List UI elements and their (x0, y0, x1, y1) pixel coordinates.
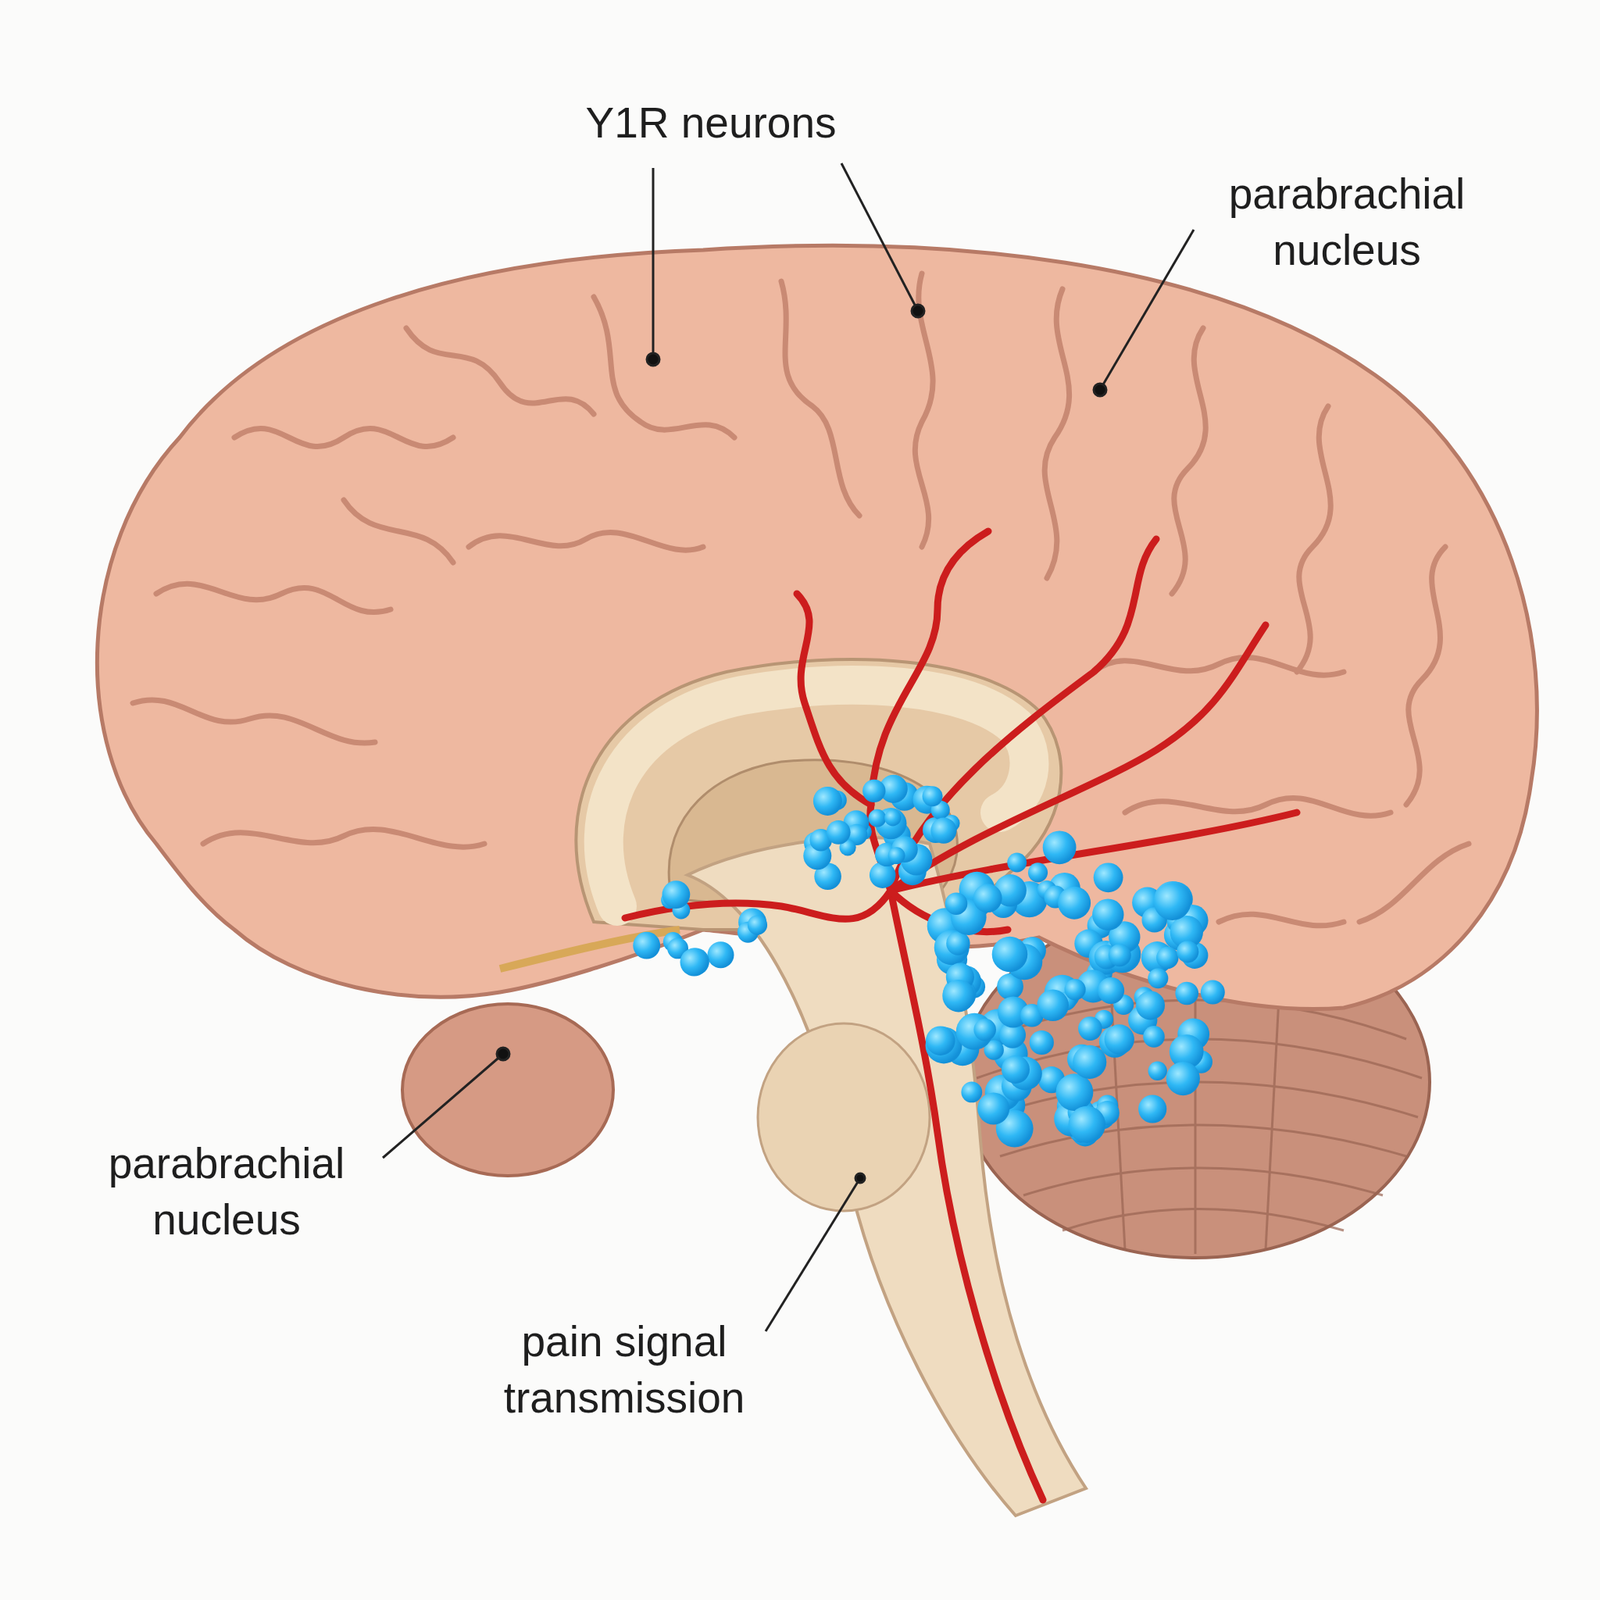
neuron-dot (680, 948, 709, 977)
pons (757, 1023, 930, 1211)
neuron-dot (1042, 830, 1077, 865)
neuron-dot (862, 779, 886, 803)
neuron-dot (1001, 1055, 1030, 1084)
neuron-dot (1108, 943, 1132, 967)
neuron-dot (945, 892, 968, 915)
neuron-dot (977, 1092, 1010, 1125)
leader-lines (382, 163, 1194, 1332)
neuron-dot (1093, 862, 1124, 893)
callout-label: pain signal transmission (467, 1313, 781, 1426)
neuron-dot (1064, 978, 1086, 1000)
callout-label: parabrachial nucleus (58, 1135, 395, 1248)
neuron-dot (632, 932, 661, 960)
optic-nerve (500, 929, 680, 969)
gyri (132, 273, 1469, 926)
neuron-dot (973, 1018, 997, 1042)
neuron-dot (1057, 886, 1091, 920)
neuron-dot (1078, 1016, 1103, 1041)
neuron-dot (925, 1025, 956, 1056)
neuron-dot (1092, 899, 1124, 931)
neuron-dot (1156, 946, 1179, 969)
neuron-dot (1147, 967, 1168, 989)
neuron-dot (813, 786, 843, 816)
neuron-dot (1166, 1061, 1200, 1096)
neuron-dot (1175, 982, 1199, 1006)
neuron-dot (1029, 1030, 1054, 1055)
neuron-dot (869, 861, 897, 889)
callout-label: Y1R neurons (476, 94, 946, 151)
neuron-dot (1200, 980, 1225, 1005)
neuron-dot (1138, 1094, 1167, 1123)
neuron-dot (1142, 1025, 1165, 1048)
neuron-dot (1007, 853, 1027, 873)
neuron-dot (1068, 1106, 1106, 1143)
callout-label: parabrachial nucleus (1178, 165, 1515, 279)
neuron-dot (1135, 990, 1165, 1020)
neuron-dot (992, 936, 1029, 973)
neuron-dot (934, 929, 970, 965)
neuron-dot (884, 809, 901, 826)
neuron-dot (747, 914, 768, 935)
neuron-dot (1028, 862, 1048, 883)
neuron-dot (662, 880, 691, 909)
neuron-dot (1056, 1073, 1094, 1111)
neuron-dot (1097, 977, 1125, 1004)
neuron-dot (1148, 1061, 1168, 1081)
brainstem (687, 837, 1086, 1516)
neuron-dot (960, 1082, 983, 1104)
neuron-dot (1072, 1045, 1107, 1079)
neuron-dot (826, 820, 851, 845)
neuron-dot (868, 809, 887, 828)
y1r-neuron-cluster (632, 775, 1225, 1148)
neuron-dot (942, 979, 975, 1012)
neuron-dot (922, 785, 943, 807)
neuron-dot (1176, 940, 1199, 963)
neuron-dot (1153, 882, 1192, 921)
neuron-dot (1104, 1024, 1135, 1054)
neuron-dot (707, 941, 735, 968)
neuron-dot (930, 817, 957, 844)
temporal-lobe (402, 1003, 614, 1176)
neuron-dot (1036, 989, 1069, 1022)
neuron-dot (973, 883, 1003, 913)
neuron-dot (888, 846, 906, 865)
neuron-dot (946, 931, 970, 955)
